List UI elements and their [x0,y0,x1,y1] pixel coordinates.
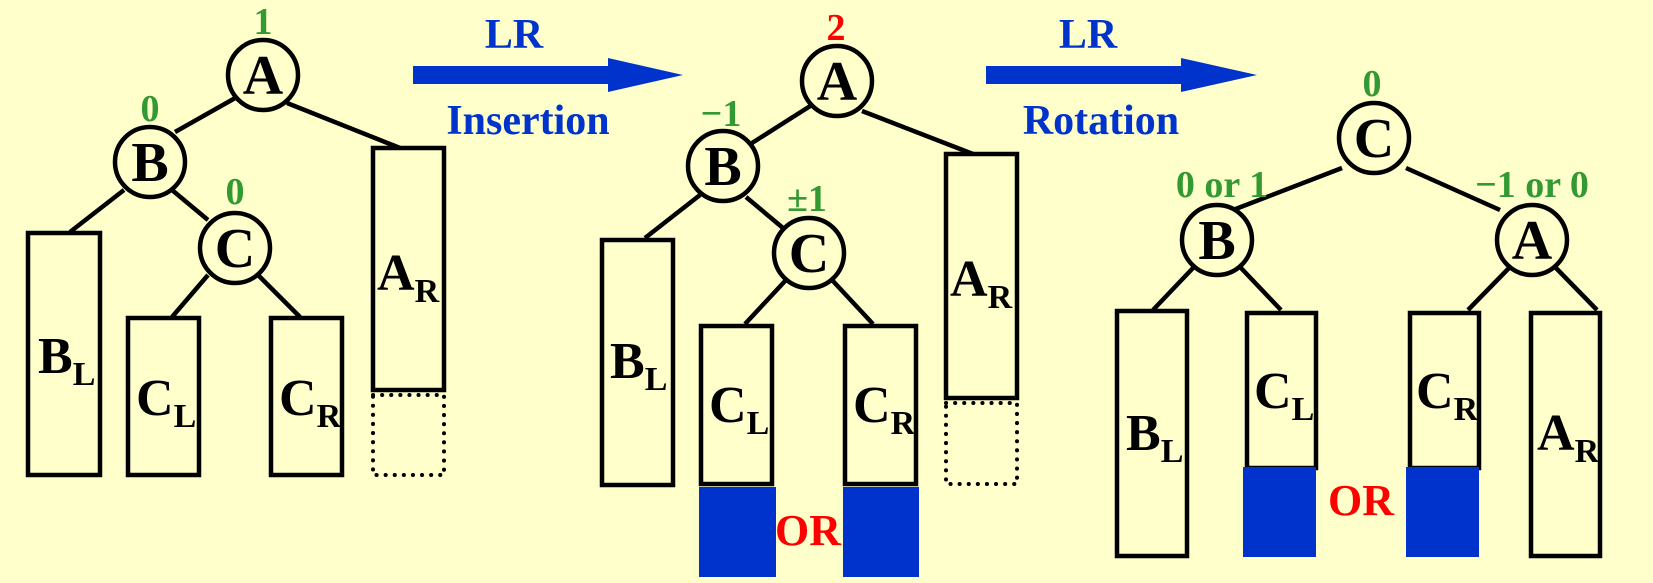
node-a [1494,202,1570,278]
node-c [1336,100,1412,176]
balance-factor-b: −1 [701,93,742,135]
tree-after-rotation: BL CL CR OR AR C 0 B 0 or 1 A −1 or 0 [1114,63,1603,559]
subtree-ar [370,145,447,393]
tree-before-insertion: BL CL CR AR A 1 B 0 C 0 [25,1,447,478]
edge-c-b [1232,165,1343,213]
subtree-ar-label: AR [950,251,1013,316]
edge-a-ar [1554,266,1599,312]
edge-a-b [750,101,817,145]
arrow-lr-rotation: LR Rotation [986,12,1257,144]
node-c-label: C [789,223,829,285]
balance-factor-c: 0 [1363,63,1382,105]
balance-factor-a: 2 [827,7,846,49]
subtree-cr-label: CR [1416,363,1479,428]
edge-b-bl [643,193,702,240]
node-c-label: C [1354,108,1394,170]
balance-factor-c: 0 [226,171,245,213]
inserted-node-block-cr [1406,467,1479,557]
edge-b-c [744,195,785,230]
arrow-lr-insertion: LR Insertion [413,12,683,144]
inserted-node-block-cr [843,487,919,577]
subtree-bl-label: BL [1126,405,1183,470]
subtree-cl-label: CL [1254,363,1314,428]
balance-factor-c: ±1 [787,178,827,220]
node-c-label: C [215,218,255,280]
edge-a-b [173,95,239,134]
arrow-rotation-top-label: LR [1059,12,1118,58]
edge-a-cr [1466,266,1511,312]
subtree-cl [698,323,775,487]
node-b-label: B [1198,210,1235,272]
balance-factor-b: 0 [141,88,160,130]
node-c [197,210,273,286]
arrow-rotation-bottom-label: Rotation [1023,98,1179,144]
edge-c-cl [170,273,210,319]
subtree-cl-label: CL [136,370,196,435]
subtree-bl [599,237,676,488]
subtree-ar-label: AR [377,245,440,310]
node-b-label: B [131,132,168,194]
tree-after-insertion: BL CL CR AR OR A 2 B −1 C ±1 [599,7,1020,577]
subtree-cl-label: CL [709,377,769,442]
subtree-ar-label: AR [1537,405,1600,470]
balance-factor-b: 0 or 1 [1176,164,1268,206]
edge-c-cl [743,278,788,326]
node-a [225,37,301,113]
subtree-bl [25,230,103,478]
node-c [771,215,847,291]
edge-b-bl [68,188,126,234]
edge-b-c [170,188,210,222]
right-arrow-icon [986,58,1257,92]
inserted-node-block-cl [699,487,776,577]
node-b-label: B [704,136,741,198]
node-a-label: A [817,51,858,113]
or-label: OR [1328,476,1395,525]
subtree-ar-extension-dotted [371,393,446,477]
subtree-cr-label: CR [853,377,916,442]
arrow-insertion-bottom-label: Insertion [446,98,609,144]
edge-b-bl [1151,266,1195,312]
node-a-label: A [1512,210,1553,272]
edge-c-cr [256,273,302,319]
edge-b-cl [1239,266,1283,312]
arrow-insertion-top-label: LR [485,12,544,58]
subtree-cl [125,315,202,478]
subtree-cr [268,315,345,478]
subtree-ar-extension-dotted [944,401,1019,486]
node-b [112,124,188,200]
or-label: OR [775,506,842,555]
subtree-bl-label: BL [38,328,95,393]
subtree-ar [943,151,1020,401]
edge-a-ar [286,100,401,151]
right-arrow-icon [413,58,683,92]
balance-factor-a: 1 [254,1,273,43]
subtree-ar [1528,310,1603,559]
node-a [799,43,875,119]
node-a-label: A [243,45,284,107]
subtree-cr-label: CR [279,370,342,435]
edge-c-a [1405,165,1501,213]
subtree-bl-label: BL [610,333,667,398]
subtree-cl [1244,310,1319,471]
balance-factor-a: −1 or 0 [1475,164,1589,206]
node-b [685,128,761,204]
node-b [1179,202,1255,278]
subtree-cr [842,323,919,487]
inserted-node-block-cl [1243,467,1316,557]
edge-a-ar [861,108,974,157]
edge-c-cr [830,278,875,326]
subtree-bl [1114,308,1190,559]
